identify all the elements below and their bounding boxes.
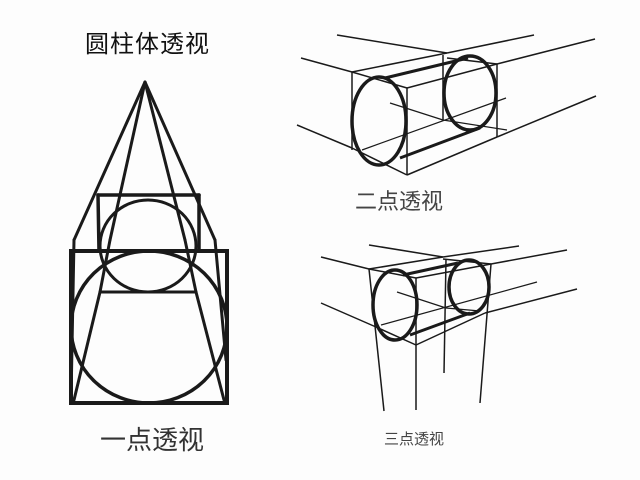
label-three-point: 三点透视 (384, 430, 445, 448)
one-point-perspective-drawing (69, 80, 229, 405)
two-point-perspective-drawing (296, 34, 597, 176)
label-two-point: 二点透视 (355, 190, 444, 215)
three-point-perspective-drawing (320, 244, 578, 412)
diagram-title: 圆柱体透视 (85, 30, 210, 58)
label-one-point: 一点透视 (100, 426, 205, 456)
